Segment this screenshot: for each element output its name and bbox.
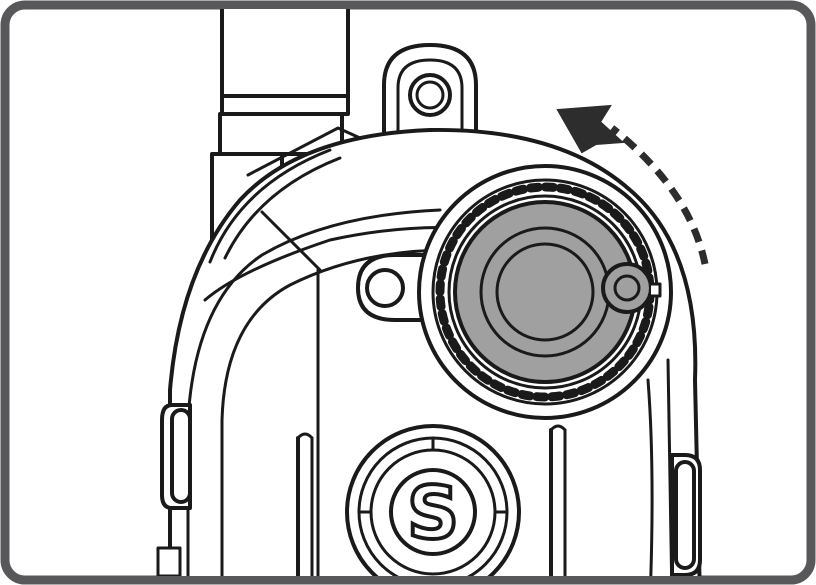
curved-arrow-counterclockwise-icon — [609, 125, 709, 265]
right-side-button — [670, 453, 702, 576]
arrow-head — [556, 104, 625, 154]
face-panel — [220, 248, 562, 576]
rotary-knob — [417, 164, 673, 420]
left-side-button — [160, 403, 192, 510]
s-button — [345, 424, 521, 576]
connector — [156, 546, 182, 576]
top-lug — [382, 43, 478, 137]
s-button-label: S — [407, 471, 459, 555]
button-guards — [296, 424, 567, 576]
